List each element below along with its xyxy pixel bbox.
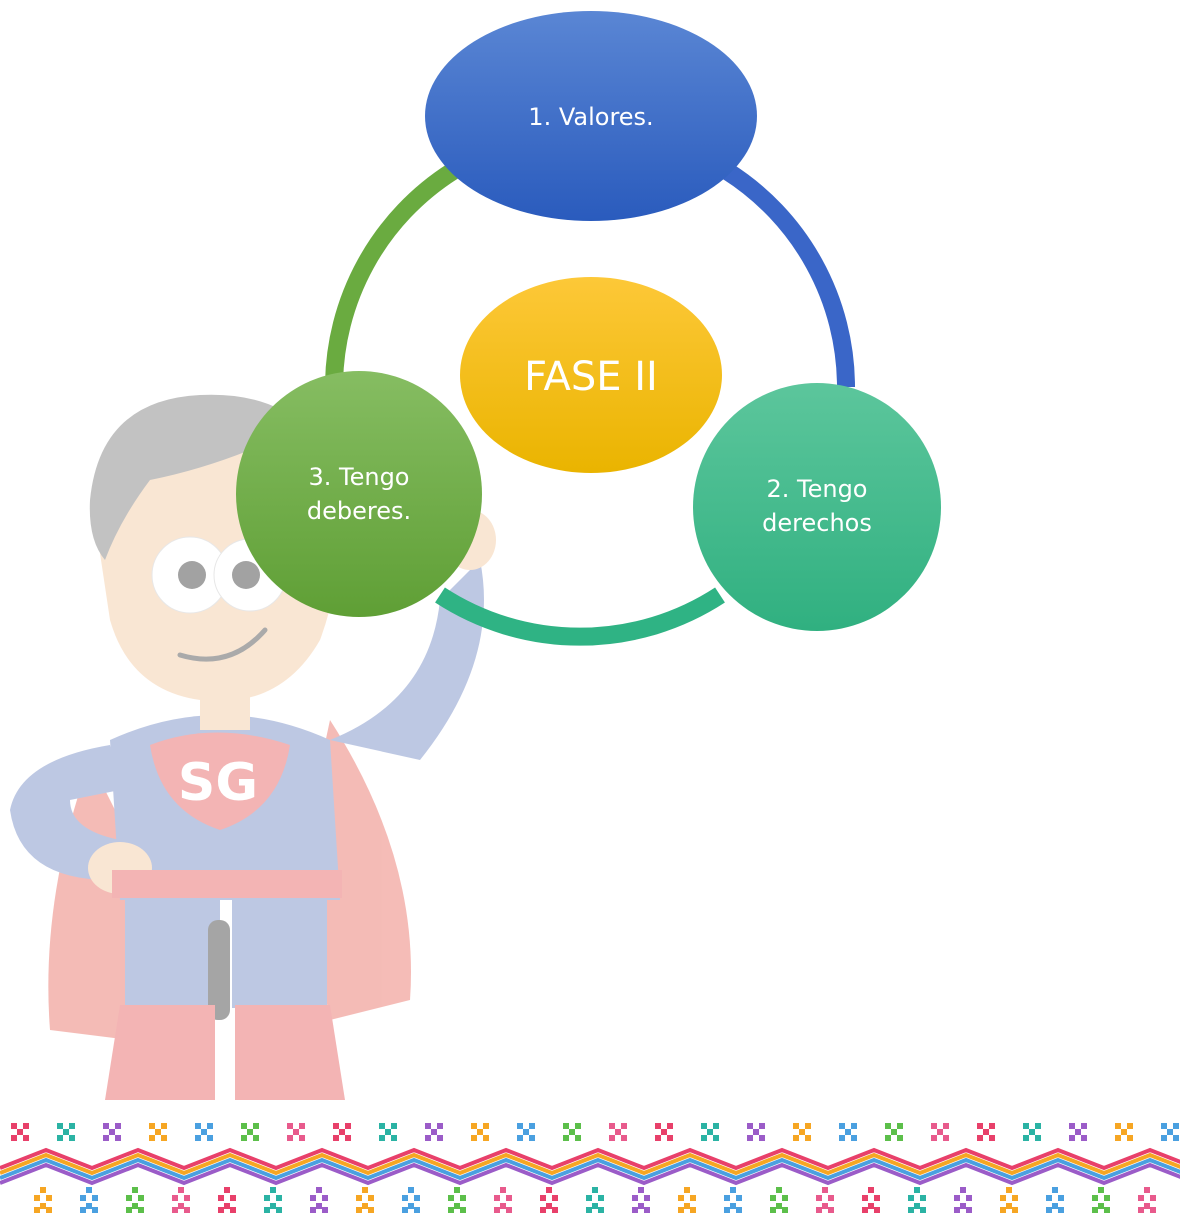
border-motif — [793, 1123, 811, 1141]
woven-border-decoration — [0, 1123, 1180, 1213]
border-motif — [839, 1123, 857, 1141]
border-motif — [954, 1187, 972, 1213]
center-label: FASE II — [524, 354, 658, 400]
border-motif — [1046, 1187, 1064, 1213]
border-motif — [126, 1187, 144, 1213]
border-motif — [1161, 1123, 1179, 1141]
border-motif — [402, 1187, 420, 1213]
border-zigzag-band — [0, 1152, 1180, 1176]
border-motif — [57, 1123, 75, 1141]
node-derechos-line1: 2. Tengo — [766, 475, 867, 503]
node-deberes: 3. Tengo deberes. — [236, 371, 482, 617]
border-motif — [701, 1123, 719, 1141]
border-zigzag-band — [0, 1157, 1180, 1181]
border-zigzag-band — [0, 1147, 1180, 1171]
border-motif — [1092, 1187, 1110, 1213]
border-motif — [425, 1123, 443, 1141]
border-motif — [448, 1187, 466, 1213]
node-derechos: 2. Tengo derechos — [693, 383, 941, 631]
mascot-emblem: SG — [178, 753, 258, 813]
border-motif — [678, 1187, 696, 1213]
border-motif — [471, 1123, 489, 1141]
border-motif — [172, 1187, 190, 1213]
ring-arc-green — [325, 163, 458, 388]
node-valores-label: 1. Valores. — [528, 103, 653, 131]
border-motif — [770, 1187, 788, 1213]
border-motif — [540, 1187, 558, 1213]
border-motif — [379, 1123, 397, 1141]
border-motif — [862, 1187, 880, 1213]
node-deberes-line2: deberes. — [307, 497, 411, 525]
border-motif — [816, 1187, 834, 1213]
border-motif — [1115, 1123, 1133, 1141]
border-motif — [11, 1123, 29, 1141]
border-motif — [609, 1123, 627, 1141]
border-motif — [908, 1187, 926, 1213]
border-motif — [494, 1187, 512, 1213]
border-motif — [1069, 1123, 1087, 1141]
node-derechos-line2: derechos — [762, 509, 872, 537]
border-motif — [517, 1123, 535, 1141]
border-motif — [218, 1187, 236, 1213]
border-motif — [356, 1187, 374, 1213]
border-motif — [724, 1187, 742, 1213]
border-motif — [241, 1123, 259, 1141]
center-node: FASE II — [460, 277, 722, 473]
border-motif — [80, 1187, 98, 1213]
border-motif — [931, 1123, 949, 1141]
border-motif — [655, 1123, 673, 1141]
border-zigzag-band — [0, 1162, 1180, 1186]
border-motif — [310, 1187, 328, 1213]
border-motif — [747, 1123, 765, 1141]
border-motif — [103, 1123, 121, 1141]
border-motif — [563, 1123, 581, 1141]
border-motif — [195, 1123, 213, 1141]
border-motif — [1000, 1187, 1018, 1213]
border-motif — [1023, 1123, 1041, 1141]
border-motif — [287, 1123, 305, 1141]
border-motif — [264, 1187, 282, 1213]
border-motif — [1138, 1187, 1156, 1213]
border-motif — [34, 1187, 52, 1213]
node-valores: 1. Valores. — [425, 11, 757, 221]
border-motif — [885, 1123, 903, 1141]
border-motif — [333, 1123, 351, 1141]
border-motif — [149, 1123, 167, 1141]
node-deberes-line1: 3. Tengo — [308, 463, 409, 491]
ring-arc-teal — [435, 587, 725, 646]
border-motif — [632, 1187, 650, 1213]
border-motif — [586, 1187, 604, 1213]
border-motif — [977, 1123, 995, 1141]
ring-arc-blue — [722, 163, 855, 388]
